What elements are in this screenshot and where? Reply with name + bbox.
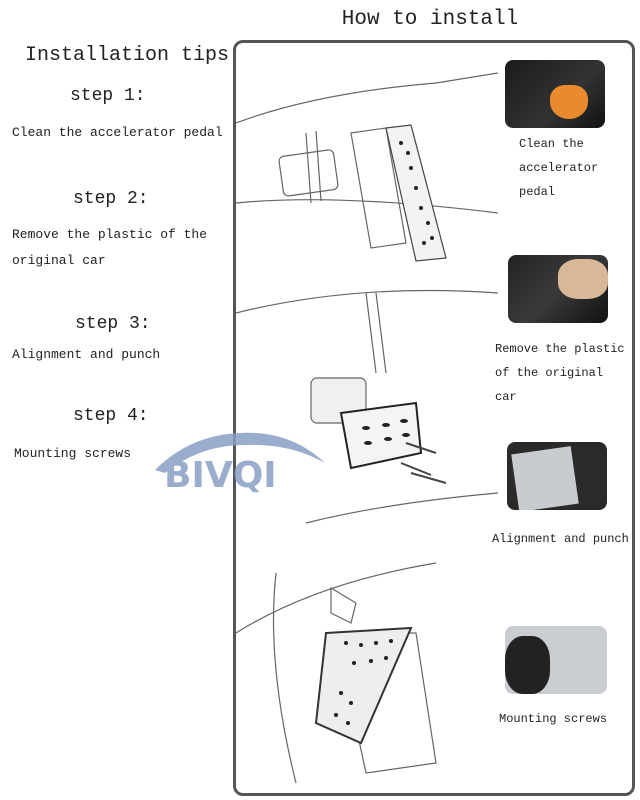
bivqi-watermark-logo: BIVQI — [155, 432, 325, 495]
caption-3: Alignment and punch — [492, 532, 629, 546]
watermark-text: BIVQI — [164, 455, 277, 495]
step-4-label: step 4: — [73, 406, 149, 426]
photo-mounting-screws — [505, 626, 607, 694]
step-2-label: step 2: — [73, 189, 149, 209]
install-panel — [233, 40, 635, 796]
caption-1: Clean the accelerator pedal — [519, 137, 599, 199]
drill-shape — [505, 636, 550, 694]
hand-shape — [558, 259, 608, 299]
page-title: How to install — [341, 8, 519, 31]
installation-sketches — [236, 72, 498, 784]
step-4-text: Mounting screws — [14, 446, 132, 461]
step-3-label: step 3: — [75, 314, 151, 334]
caption-2: Remove the plastic of the original car — [495, 342, 625, 404]
pedal-plate — [511, 446, 579, 510]
photo-clean-pedal — [505, 60, 605, 128]
photo-remove-plastic — [508, 255, 608, 323]
step-3-text: Alignment and punch — [12, 347, 161, 362]
caption-4: Mounting screws — [499, 712, 608, 726]
photo-alignment-punch — [507, 442, 607, 510]
step-1-text: Clean the accelerator pedal — [12, 125, 223, 140]
tips-title: Installation tips — [25, 44, 230, 67]
step-1-label: step 1: — [70, 86, 146, 106]
cloth-shape — [550, 85, 588, 119]
step-2-text: Remove the plastic of the original car — [12, 227, 208, 268]
